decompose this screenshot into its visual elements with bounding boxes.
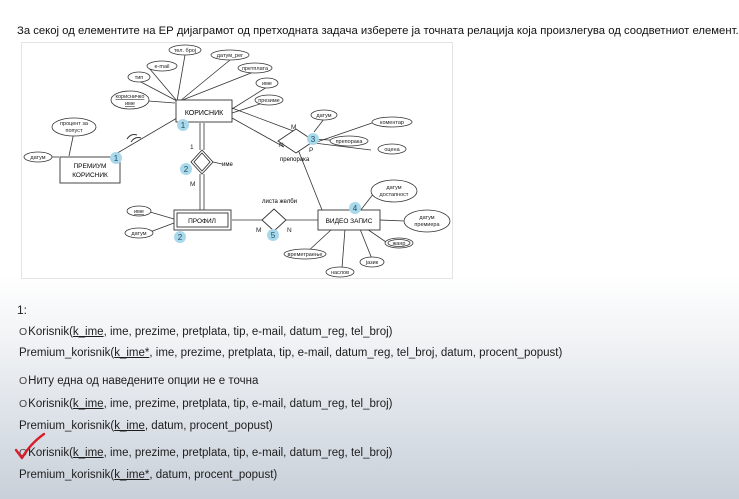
- attr-tip: тип: [135, 75, 144, 81]
- option-1-key: k_ime: [72, 326, 104, 338]
- entity-video-label: ВИДЕО ЗАПИС: [326, 218, 373, 225]
- attr-naslov: наслов: [331, 270, 349, 276]
- question-text: За секој од елементите на ЕР дијаграмот …: [17, 25, 739, 37]
- option-4[interactable]: OKorisnik(k_ime, ime, prezime, pretplata…: [19, 447, 393, 459]
- option-3-line2-key: k_ime: [114, 420, 145, 432]
- attr-tel-broj: тел. број: [174, 48, 196, 54]
- option-1[interactable]: OKorisnik(k_ime, ime, prezime, pretplata…: [19, 326, 393, 338]
- attr-komentar: коментар: [380, 120, 404, 126]
- marker-1: 1: [181, 121, 186, 130]
- option-3-line2-b: , datum, procent_popust): [144, 420, 273, 432]
- question-number: 1:: [17, 303, 28, 317]
- attr-datum-profil: датум: [131, 231, 146, 237]
- option-4-text-a: Korisnik(: [28, 447, 73, 459]
- attr-prezime: презиме: [258, 98, 279, 104]
- option-2[interactable]: OНиту една од наведените опции не е точн…: [19, 375, 258, 387]
- option-3-text-a: Korisnik(: [28, 398, 73, 410]
- er-diagram: КОРИСНИК ПРЕМИУМ КОРИСНИК ПРОФИЛ ВИДЕО З…: [21, 42, 453, 279]
- entity-profil-label: ПРОФИЛ: [188, 218, 216, 225]
- option-3-line2-a: Premium_korisnik(: [19, 420, 115, 432]
- checkmark-icon: [14, 432, 46, 460]
- card-n1: N: [279, 142, 284, 149]
- connection-lines: [52, 54, 406, 269]
- radio-icon[interactable]: O: [19, 375, 28, 387]
- attr-ocena: оцена: [384, 147, 400, 153]
- relationship-lista-label: листа желби: [262, 199, 297, 205]
- marker-2: 2: [184, 165, 189, 174]
- card-m1: M: [190, 181, 195, 188]
- entity-profil: ПРОФИЛ: [173, 209, 232, 231]
- relationship-preporaka-label: препорака: [280, 157, 310, 163]
- option-1-line2-a: Premium_korisnik(: [19, 347, 115, 359]
- relationship-lista-zhelbi: листа желби: [261, 199, 297, 232]
- numbered-markers: 1 1 2 2 3 4 5: [110, 119, 361, 243]
- attr-datum-dost-1: датум: [386, 185, 401, 191]
- marker-2b: 2: [178, 233, 183, 242]
- attributes: [23, 44, 451, 278]
- option-2-text: Ниту една од наведените опции не е точна: [28, 375, 259, 387]
- card-n2: N: [287, 227, 292, 234]
- marker-1b: 1: [114, 154, 119, 163]
- option-1-text-b: , ime, prezime, pretplata, tip, e-mail, …: [103, 326, 393, 338]
- relationship-ime: име: [190, 149, 233, 175]
- card-one: 1: [190, 144, 194, 151]
- attr-datum-dost-2: достапност: [380, 192, 409, 198]
- option-3-key: k_ime: [72, 398, 104, 410]
- subset-marker-1: [126, 134, 138, 140]
- attr-datum-reg: датум_рег: [217, 53, 243, 59]
- entity-premium-korisnik: ПРЕМИУМ КОРИСНИК: [59, 156, 121, 184]
- attr-ime: име: [262, 81, 272, 87]
- option-4-line2-key: k_ime*: [114, 469, 150, 481]
- entity-premium-label-1: ПРЕМИУМ: [74, 163, 107, 170]
- attr-ime-profil: име: [134, 209, 144, 215]
- attr-jazik: јазик: [365, 260, 379, 266]
- attr-korisnichko-2: име: [125, 101, 135, 107]
- attr-datum-prem-2: премиера: [414, 222, 440, 228]
- option-1-line-2: Premium_korisnik(k_ime*, ime, prezime, p…: [19, 347, 562, 359]
- radio-icon[interactable]: O: [19, 326, 28, 338]
- cardinality-labels: 1 M M N M N P: [190, 124, 313, 234]
- option-3-text-b: , ime, prezime, pretplata, tip, e-mail, …: [103, 398, 393, 410]
- marker-3: 3: [311, 135, 316, 144]
- option-4-line2-b: , datum, procent_popust): [149, 469, 278, 481]
- marker-4: 4: [353, 204, 358, 213]
- attr-procent-1: процент за: [60, 121, 89, 127]
- attribute-labels: тел. број e-mail датум_рег претплата тип…: [30, 48, 440, 276]
- marker-5: 5: [271, 231, 276, 240]
- subset-marker-2: [130, 137, 142, 143]
- entity-korisnik: КОРИСНИК: [175, 99, 233, 123]
- attr-vremetraenje: времетраење: [288, 252, 323, 258]
- er-diagram-svg: КОРИСНИК ПРЕМИУМ КОРИСНИК ПРОФИЛ ВИДЕО З…: [23, 44, 451, 278]
- option-1-text-a: Korisnik(: [28, 326, 73, 338]
- attr-datum-rel: датум: [316, 113, 331, 119]
- option-4-key: k_ime: [72, 447, 104, 459]
- option-1-line2-key: k_ime*: [114, 347, 150, 359]
- entity-korisnik-label: КОРИСНИК: [185, 110, 224, 117]
- attr-preporaka: препорака: [336, 139, 364, 145]
- radio-icon[interactable]: O: [19, 447, 28, 459]
- radio-icon[interactable]: O: [19, 398, 28, 410]
- card-p: P: [309, 147, 313, 154]
- option-4-line-2: Premium_korisnik(k_ime*, datum, procent_…: [19, 469, 277, 481]
- entity-video-zapis: ВИДЕО ЗАПИС: [317, 209, 381, 231]
- option-3[interactable]: OKorisnik(k_ime, ime, prezime, pretplata…: [19, 398, 393, 410]
- option-4-line2-a: Premium_korisnik(: [19, 469, 115, 481]
- attr-email: e-mail: [155, 64, 170, 70]
- option-3-line-2: Premium_korisnik(k_ime, datum, procent_p…: [19, 420, 273, 432]
- card-m2: M: [291, 124, 296, 131]
- attr-datum-premium: датум: [30, 155, 45, 161]
- attr-korisnichko-1: корисничко: [116, 94, 145, 100]
- option-4-text-b: , ime, prezime, pretplata, tip, e-mail, …: [103, 447, 393, 459]
- attr-pretplata: претплата: [242, 66, 269, 72]
- attr-procent-2: попуст: [66, 128, 83, 134]
- option-1-line2-b: , ime, prezime, pretplata, tip, e-mail, …: [149, 347, 563, 359]
- attr-zhanr: жанр: [393, 241, 406, 247]
- card-m3: M: [256, 227, 261, 234]
- relationship-ime-label: име: [222, 162, 233, 168]
- attr-datum-prem-1: датум: [419, 215, 434, 221]
- entity-premium-label-2: КОРИСНИК: [72, 172, 108, 179]
